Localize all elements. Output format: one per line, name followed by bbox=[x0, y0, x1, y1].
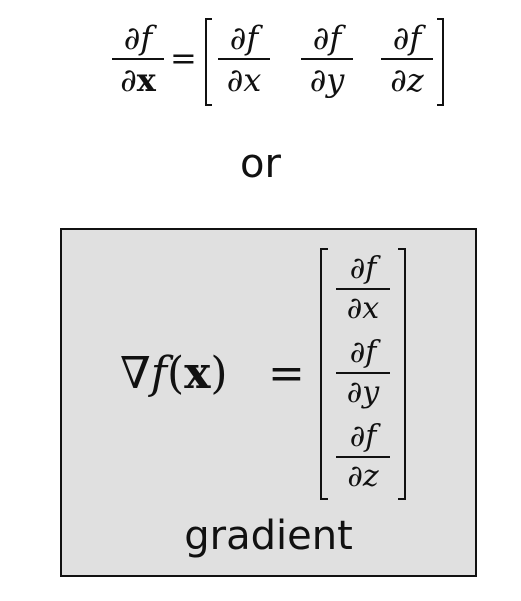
gradient-lhs: ∇f(x) bbox=[120, 348, 228, 400]
right-bracket bbox=[398, 248, 406, 500]
fraction-bar bbox=[336, 456, 390, 458]
entry-denominator: ∂z bbox=[347, 459, 379, 494]
equals-sign: = bbox=[268, 348, 305, 399]
nabla-f: ∇f bbox=[120, 348, 168, 399]
bold-vector-x: x bbox=[136, 61, 156, 99]
entry-numerator: ∂f bbox=[312, 19, 342, 57]
gradient-caption: gradient bbox=[184, 513, 353, 559]
lhs-numerator: ∂f bbox=[123, 19, 153, 57]
bold-vector-x: x bbox=[184, 348, 211, 399]
or-separator: or bbox=[240, 141, 281, 187]
entry-numerator: ∂f bbox=[349, 419, 377, 454]
entry-denominator: ∂y bbox=[346, 375, 380, 410]
row-derivative-equation: ∂f ∂x = ∂f ∂x ∂f ∂y ∂f ∂z bbox=[0, 6, 521, 116]
right-bracket bbox=[437, 18, 444, 106]
lhs-fraction: ∂f ∂x bbox=[108, 18, 168, 100]
entry-numerator: ∂f bbox=[392, 19, 422, 57]
entry-denominator: ∂y bbox=[309, 61, 345, 99]
close-paren: ) bbox=[210, 348, 228, 399]
fraction-bar bbox=[381, 58, 433, 60]
row-entry-x: ∂f ∂x bbox=[214, 18, 274, 100]
entry-numerator: ∂f bbox=[349, 335, 377, 370]
lhs-denominator: ∂x bbox=[120, 61, 156, 99]
equals-sign: = bbox=[170, 39, 197, 77]
left-bracket bbox=[320, 248, 328, 500]
column-entry-x: ∂f ∂x bbox=[332, 250, 394, 328]
fraction-bar bbox=[301, 58, 353, 60]
column-entry-y: ∂f ∂y bbox=[332, 334, 394, 412]
entry-denominator: ∂x bbox=[346, 291, 380, 326]
fraction-bar bbox=[218, 58, 270, 60]
row-entry-y: ∂f ∂y bbox=[297, 18, 357, 100]
column-entry-z: ∂f ∂z bbox=[332, 418, 394, 496]
fraction-bar bbox=[336, 372, 390, 374]
left-bracket bbox=[205, 18, 212, 106]
entry-denominator: ∂x bbox=[226, 61, 262, 99]
row-entry-z: ∂f ∂z bbox=[377, 18, 437, 100]
column-vector: ∂f ∂x ∂f ∂y ∂f ∂z bbox=[320, 248, 406, 500]
entry-numerator: ∂f bbox=[229, 19, 259, 57]
gradient-box: ∇f(x) = ∂f ∂x ∂f ∂y ∂f ∂z gradient bbox=[60, 228, 477, 577]
fraction-bar bbox=[336, 288, 390, 290]
entry-denominator: ∂z bbox=[390, 61, 424, 99]
open-paren: ( bbox=[167, 348, 185, 399]
fraction-bar bbox=[112, 58, 164, 60]
entry-numerator: ∂f bbox=[349, 251, 377, 286]
